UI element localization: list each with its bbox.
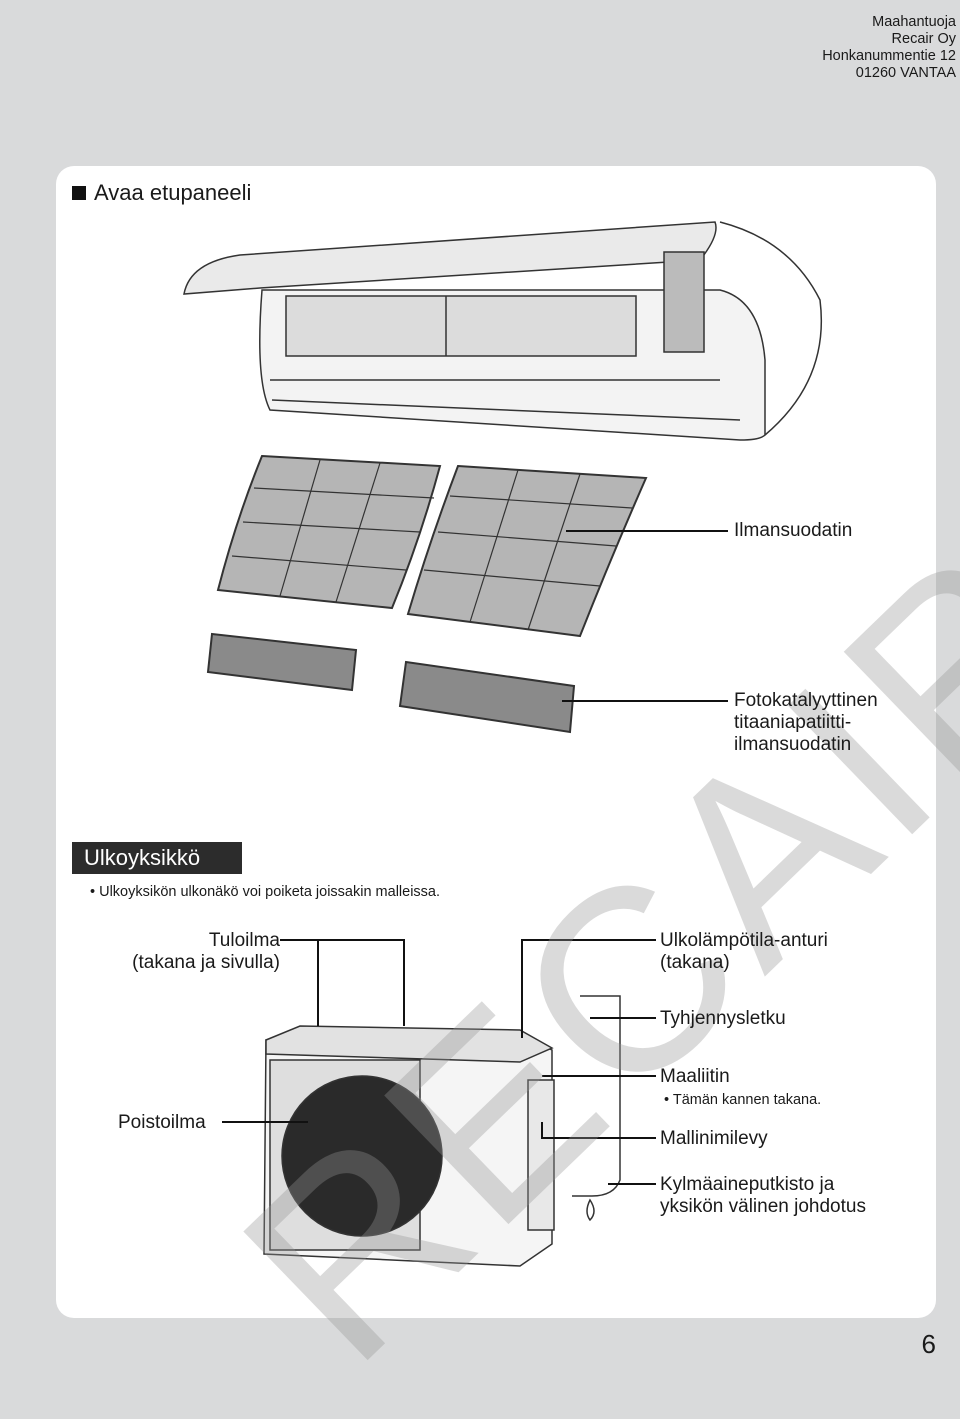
air-intake-label: Tuloilma (takana ja sivulla): [100, 930, 280, 974]
bullet-icon: •: [664, 1092, 673, 1108]
ground-terminal-label: Maaliitin: [660, 1066, 730, 1087]
filter-grid: [231, 459, 633, 631]
ground-terminal-note-text: Tämän kannen takana.: [672, 1092, 822, 1108]
drain-hose-label: Tyhjennysletku: [660, 1008, 786, 1029]
importer-address: Maahantuoja Recair Oy Honkanummentie 12 …: [822, 14, 956, 82]
photocatalytic-label-line: titaaniapatiitti-: [734, 712, 852, 733]
temperature-sensor-line: Ulkolämpötila-anturi: [660, 930, 828, 951]
appearance-note: • Ulkoyksikön ulkonäkö voi poiketa joiss…: [90, 884, 440, 900]
appearance-note-text: Ulkoyksikön ulkonäkö voi poiketa joissak…: [99, 884, 441, 900]
address-line: 01260 VANTAA: [855, 65, 956, 81]
piping-wiring-line: yksikön välinen johdotus: [660, 1196, 866, 1217]
outdoor-unit-badge: Ulkoyksikkö: [72, 842, 242, 874]
temperature-sensor-line: (takana): [660, 952, 730, 973]
section-title-text: Avaa etupaneeli: [94, 180, 252, 205]
bullet-icon: •: [90, 884, 100, 900]
nameplate-label: Mallinimilevy: [660, 1128, 768, 1149]
air-outlet-label: Poistoilma: [118, 1112, 206, 1133]
section-title: Avaa etupaneeli: [72, 180, 251, 206]
address-line: Recair Oy: [891, 31, 956, 47]
address-line: Maahantuoja: [872, 14, 956, 30]
leader-lines: [222, 530, 728, 1185]
air-intake-line: Tuloilma: [208, 930, 280, 951]
piping-wiring-label: Kylmäaineputkisto ja yksikön välinen joh…: [660, 1174, 866, 1218]
air-filter-label: Ilmansuodatin: [734, 520, 853, 541]
air-filter-illustration: [216, 454, 648, 638]
photocatalytic-label-line: ilmansuodatin: [734, 734, 852, 755]
air-intake-line: (takana ja sivulla): [132, 952, 280, 973]
ground-terminal-note: • Tämän kannen takana.: [664, 1092, 821, 1108]
photocatalytic-filter-label: Fotokatalyyttinen titaaniapatiitti- ilma…: [734, 690, 878, 756]
piping-wiring-line: Kylmäaineputkisto ja: [660, 1174, 835, 1195]
square-bullet-icon: [72, 186, 86, 200]
photocatalytic-label-line: Fotokatalyyttinen: [734, 690, 878, 711]
photocatalytic-filter-illustration: [206, 632, 576, 734]
outdoor-unit-illustration: [263, 995, 621, 1267]
indoor-unit-illustration: [183, 221, 823, 441]
address-line: Honkanummentie 12: [822, 48, 956, 64]
page-number: 6: [921, 1329, 936, 1359]
temperature-sensor-label: Ulkolämpötila-anturi (takana): [660, 930, 828, 974]
diagram-illustration: [183, 221, 823, 1267]
